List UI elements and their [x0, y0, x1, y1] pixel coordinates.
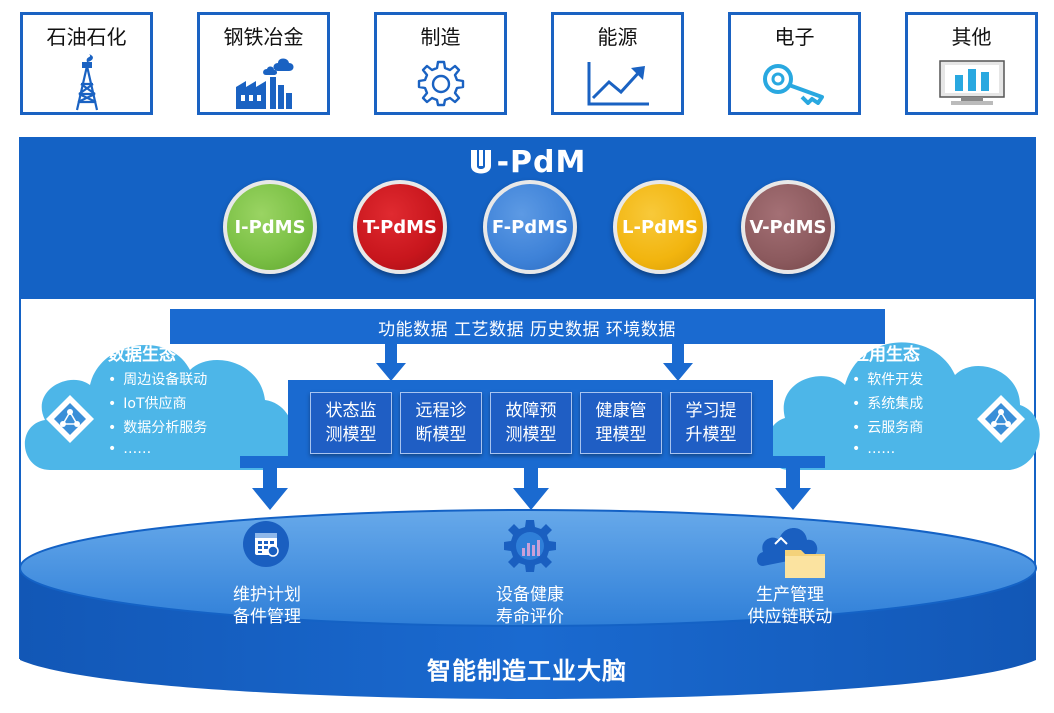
industry-label: 石油石化 [46, 25, 127, 49]
outcome-maintenance: 维护计划 备件管理 [212, 584, 322, 628]
outcome-production: 生产管理 供应链联动 [725, 584, 855, 628]
model-label-line: 健康管 [595, 401, 647, 421]
app-ecosystem-title: 应用生态 [852, 345, 920, 365]
industry-label: 其他 [951, 25, 992, 49]
data-bar [170, 309, 885, 344]
brand-text: -PdM [496, 145, 587, 180]
arrow-down-icon [252, 466, 288, 510]
calendar-icon [243, 521, 289, 567]
data-ecosystem: 数据生态 周边设备联动 IoT供应商 数据分析服务 …… [108, 340, 207, 457]
data-bar-text: 功能数据 工艺数据 历史数据 环境数据 [378, 320, 676, 340]
pdms-label: V-PdMS [749, 216, 827, 238]
model-label-line: 升模型 [685, 425, 737, 445]
model-label-line: 理模型 [595, 425, 647, 445]
outcome-line: 生产管理 [756, 585, 824, 605]
arrow-down-icon [775, 466, 811, 510]
outcome-line: 供应链联动 [747, 607, 833, 627]
outcome-line: 设备健康 [496, 585, 564, 605]
model-label-line: 测模型 [325, 425, 377, 445]
pdms-circle-v[interactable]: V-PdMS [741, 180, 835, 274]
list-item: 云服务商 [852, 417, 923, 437]
industry-label: 能源 [597, 25, 638, 49]
u-logo-icon [469, 148, 493, 184]
u-pdm-band: -PdM I-PdMS T-PdMS F-PdMS L-PdMS V-PdMS [19, 137, 1036, 299]
arrow-down-icon [376, 343, 406, 381]
outcome-line: 维护计划 [233, 585, 301, 605]
list-item: 数据分析服务 [108, 417, 207, 437]
industry-label: 钢铁冶金 [223, 25, 304, 49]
list-item: …… [852, 441, 923, 457]
industry-manufacturing: 制造 [374, 12, 507, 115]
model-label-line: 断模型 [415, 425, 467, 445]
key-icon [760, 55, 830, 111]
industry-other: 其他 [905, 12, 1038, 115]
gear-icon [406, 55, 476, 111]
cloud-folder-icon [757, 528, 825, 578]
model-label-line: 测模型 [505, 425, 557, 445]
list-item: …… [108, 441, 207, 457]
model-fault-prediction[interactable]: 故障预 测模型 [490, 392, 572, 454]
industry-steel: 钢铁冶金 [197, 12, 330, 115]
pdms-label: T-PdMS [362, 216, 438, 238]
gear-chart-icon [504, 520, 556, 572]
industry-label: 电子 [774, 25, 815, 49]
oil-derrick-icon [52, 54, 122, 111]
model-label-line: 远程诊 [415, 401, 467, 421]
model-condition-monitoring[interactable]: 状态监 测模型 [310, 392, 392, 454]
industry-label: 制造 [420, 25, 461, 49]
network-diamond-icon [46, 395, 94, 443]
pdms-circle-f[interactable]: F-PdMS [483, 180, 577, 274]
pdms-label: F-PdMS [491, 216, 569, 238]
brand-title: -PdM [19, 145, 1036, 184]
pdms-circle-i[interactable]: I-PdMS [223, 180, 317, 274]
pdms-label: I-PdMS [234, 216, 306, 238]
monitor-chart-icon [937, 55, 1007, 111]
outcome-line: 备件管理 [233, 607, 301, 627]
list-item: IoT供应商 [108, 393, 207, 413]
factory-icon [229, 55, 299, 111]
app-ecosystem: 应用生态 软件开发 系统集成 云服务商 …… [852, 340, 923, 457]
outcome-line: 寿命评价 [496, 607, 564, 627]
industry-petrochemical: 石油石化 [20, 12, 153, 115]
outcome-equipment-health: 设备健康 寿命评价 [475, 584, 585, 628]
industrial-brain-title: 智能制造工业大脑 [427, 657, 627, 685]
trend-chart-icon [583, 55, 653, 111]
pdms-circle-t[interactable]: T-PdMS [353, 180, 447, 274]
network-diamond-icon [977, 395, 1025, 443]
arrow-down-icon [513, 466, 549, 510]
data-ecosystem-title: 数据生态 [108, 345, 176, 365]
outcomes-bar [240, 456, 825, 468]
industry-energy: 能源 [551, 12, 684, 115]
pdms-label: L-PdMS [622, 216, 698, 238]
list-item: 周边设备联动 [108, 369, 207, 389]
model-label-line: 状态监 [325, 401, 377, 421]
arrow-down-icon [663, 343, 693, 381]
pdms-circle-l[interactable]: L-PdMS [613, 180, 707, 274]
industry-electronics: 电子 [728, 12, 861, 115]
model-learning-improvement[interactable]: 学习提 升模型 [670, 392, 752, 454]
list-item: 软件开发 [852, 369, 923, 389]
model-health-management[interactable]: 健康管 理模型 [580, 392, 662, 454]
model-label-line: 故障预 [505, 401, 557, 421]
list-item: 系统集成 [852, 393, 923, 413]
model-label-line: 学习提 [685, 401, 737, 421]
platform-frame [19, 299, 1036, 659]
model-remote-diagnosis[interactable]: 远程诊 断模型 [400, 392, 482, 454]
